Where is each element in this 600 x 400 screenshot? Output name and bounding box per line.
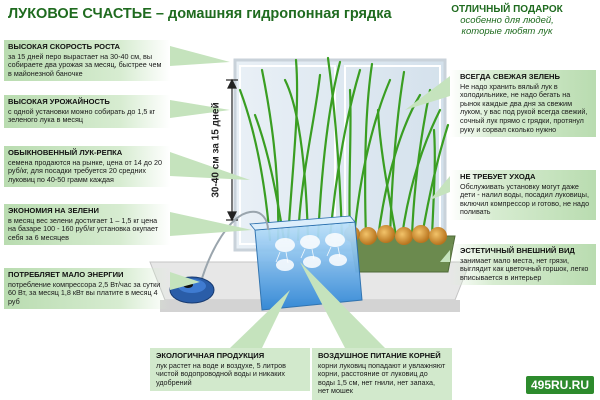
feature-ordinary-onion: ОБЫКНОВЕННЫЙ ЛУК-РЕПКА семена продаются … [4, 146, 170, 188]
feature-yield: ВЫСОКАЯ УРОЖАЙНОСТЬ с одной установки мо… [4, 95, 170, 128]
feature-text: Обслуживать установку могут даже дети - … [460, 181, 590, 217]
gift-line-2: которые любят лук [461, 26, 553, 37]
feature-text: лук растет на воде и воздухе, 5 литров ч… [156, 360, 286, 387]
window-frame [233, 58, 447, 252]
feature-heading: ПОТРЕБЛЯЕТ МАЛО ЭНЕРГИИ [8, 270, 124, 279]
feature-always-fresh: ВСЕГДА СВЕЖАЯ ЗЕЛЕНЬ Не надо хранить вял… [450, 70, 596, 138]
feature-heading: ОБЫКНОВЕННЫЙ ЛУК-РЕПКА [8, 148, 123, 157]
feature-text: за 15 дней перо вырастает на 30-40 см, в… [8, 51, 162, 78]
air-compressor [169, 276, 215, 304]
feature-heading: ЭКОНОМИЯ НА ЗЕЛЕНИ [8, 206, 99, 215]
feature-heading: ЭСТЕТИЧНЫЙ ВНЕШНИЙ ВИД [460, 246, 575, 255]
feature-eco: ЭКОЛОГИЧНАЯ ПРОДУКЦИЯ лук растет на воде… [150, 348, 310, 392]
feature-growth-speed: ВЫСОКАЯ СКОРОСТЬ РОСТА за 15 дней перо в… [4, 40, 170, 82]
site-watermark: 495RU.RU [525, 376, 594, 394]
planter-box [349, 235, 456, 273]
feature-heading: ВЫСОКАЯ СКОРОСТЬ РОСТА [8, 42, 121, 51]
feature-heading: ВСЕГДА СВЕЖАЯ ЗЕЛЕНЬ [460, 72, 560, 81]
feature-no-care: НЕ ТРЕБУЕТ УХОДА Обслуживать установку м… [450, 170, 596, 220]
feature-heading: ЭКОЛОГИЧНАЯ ПРОДУКЦИЯ [156, 351, 265, 360]
height-label-text: 30-40 см за 15 дней [210, 102, 222, 198]
feature-text: семена продаются на рынке, цена от 14 до… [8, 157, 162, 184]
feature-text: в месяц вес зелени достигает 1 – 1,5 кг … [8, 215, 159, 242]
feature-text: корни луковиц попадают и увлажняют корни… [318, 360, 446, 396]
air-tube [199, 210, 269, 286]
feature-savings: ЭКОНОМИЯ НА ЗЕЛЕНИ в месяц вес зелени до… [4, 204, 170, 246]
feature-low-energy: ПОТРЕБЛЯЕТ МАЛО ЭНЕРГИИ потребление комп… [4, 268, 170, 310]
feature-heading: ВЫСОКАЯ УРОЖАЙНОСТЬ [8, 97, 110, 106]
gift-line-1: особенно для людей, [460, 15, 554, 26]
window-sill [149, 261, 471, 312]
feature-text: потребление компрессора 2,5 Вт/час за су… [8, 279, 161, 306]
feature-heading: НЕ ТРЕБУЕТ УХОДА [460, 172, 536, 181]
height-label: 30-40 см за 15 дней [196, 80, 236, 220]
feature-air-roots: ВОЗДУШНОЕ ПИТАНИЕ КОРНЕЙ корни луковиц п… [312, 348, 452, 400]
feature-text: с одной установки можно собирать до 1,5 … [8, 106, 156, 125]
gift-heading: ОТЛИЧНЫЙ ПОДАРОК [451, 4, 563, 15]
feature-aesthetic: ЭСТЕТИЧНЫЙ ВНЕШНИЙ ВИД занимает мало мес… [450, 244, 596, 286]
water-tank [249, 215, 363, 311]
onion-leaves [238, 56, 450, 242]
page-title: ЛУКОВОЕ СЧАСТЬЕ – домашняя гидропонная г… [8, 6, 392, 22]
onion-bulbs [344, 225, 447, 245]
feature-text: Не надо хранить вялый лук в холодильнике… [460, 81, 588, 134]
feature-text: занимает мало места, нет грязи, выглядит… [460, 255, 589, 282]
gift-banner: ОТЛИЧНЫЙ ПОДАРОК особенно для людей, кот… [422, 4, 592, 37]
feature-heading: ВОЗДУШНОЕ ПИТАНИЕ КОРНЕЙ [318, 351, 441, 360]
